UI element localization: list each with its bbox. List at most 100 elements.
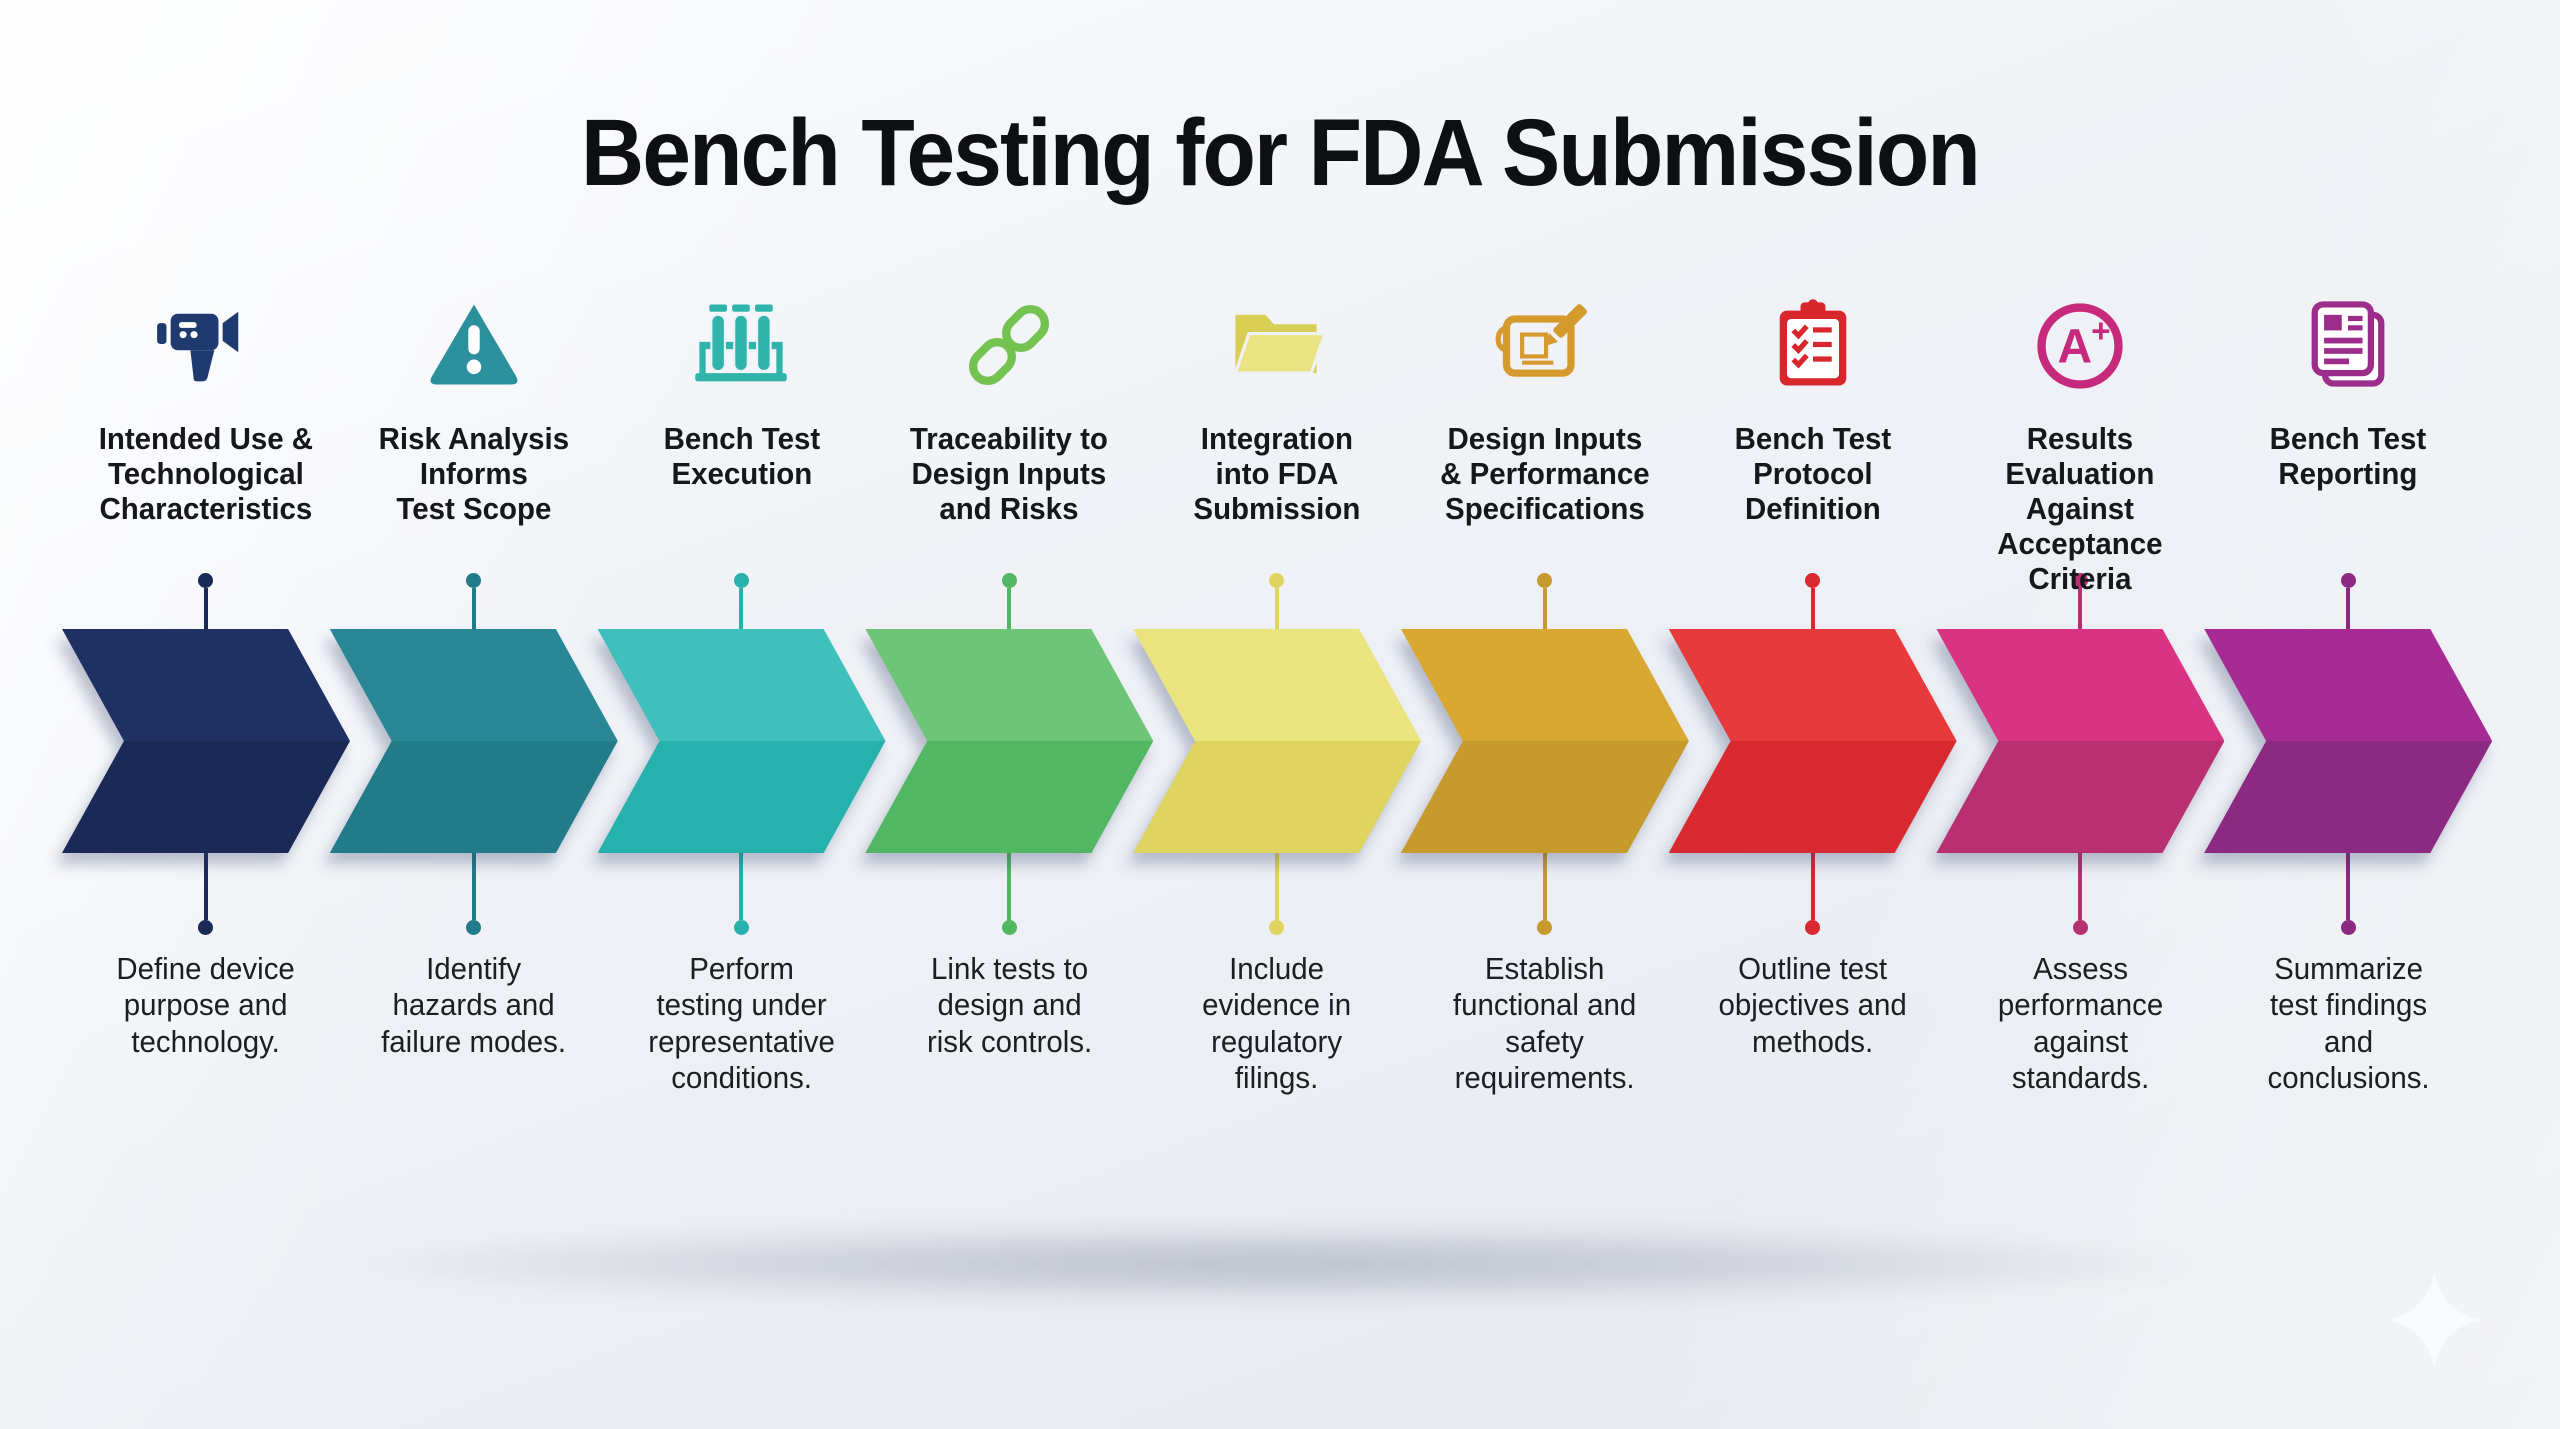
connector-line [1810,853,1815,920]
chevron-arrow [597,629,886,853]
clipboard-checklist-icon [1761,278,1865,393]
connector-bottom [466,853,482,935]
connector-line [471,853,476,920]
step-column: Bench Test Execution Perform testing und… [597,278,886,1096]
connector-line [1542,853,1547,920]
step-description: Establish functional and safety requirem… [1453,951,1637,1095]
report-document-icon [2296,278,2400,393]
connector-dot [1001,920,1017,935]
connector-line [2078,853,2083,920]
connector-dot [1269,573,1285,588]
svg-text:A: A [2058,321,2093,374]
connector-bottom [2340,853,2356,935]
process-flow: Intended Use & Technological Characteris… [62,278,2493,1096]
connector-top [1001,573,1017,629]
connector-dot [1537,920,1553,935]
step-description: Include evidence in regulatory filings. [1202,951,1352,1095]
chevron-arrow [1668,629,1957,853]
connector-line [1274,853,1279,920]
connector-top [1537,573,1553,629]
step-description: Assess performance against standards. [1997,951,2163,1095]
step-column: Traceability to Design Inputs and Risks … [865,278,1154,1096]
connector-dot [198,920,214,935]
step-column: Risk Analysis Informs Test Scope Identif… [329,278,618,1096]
grade-a-plus-icon: A + [2028,278,2132,393]
connector-bottom [1001,853,1017,935]
connector-dot [733,920,749,935]
sparkle-icon [2386,1272,2482,1368]
connector-line [2346,588,2351,629]
connector-bottom [1269,853,1285,935]
connector-dot [2072,920,2088,935]
chevron-arrow [2204,629,2493,853]
step-title: Bench Test Execution [663,421,820,492]
connector-bottom [1805,853,1821,935]
connector-line [1810,588,1815,629]
connector-dot [2072,573,2088,588]
step-column: Bench Test Protocol Definition Outline t… [1668,278,1957,1096]
floor-shadow [330,1222,2210,1306]
connector-line [1542,588,1547,629]
step-column: Design Inputs & Performance Specificatio… [1400,278,1689,1096]
connector-dot [1805,573,1821,588]
connector-dot [466,920,482,935]
connector-top [2340,573,2356,629]
test-tubes-icon [689,278,793,393]
connector-dot [466,573,482,588]
connector-dot [2340,573,2356,588]
page-title: Bench Testing for FDA Submission [581,99,1981,206]
connector-line [203,853,208,920]
step-description: Summarize test findings and conclusions. [2267,951,2430,1095]
step-description: Outline test objectives and methods. [1718,951,1907,1059]
connector-dot [198,573,214,588]
warning-triangle-icon [422,278,526,393]
chevron-arrow [865,629,1154,853]
connector-bottom [2072,853,2088,935]
connector-bottom [1537,853,1553,935]
folder-icon [1225,278,1329,393]
connector-dot [1537,573,1553,588]
connector-dot [1269,920,1285,935]
connector-line [2346,853,2351,920]
connector-top [1269,573,1285,629]
chevron-arrow [1133,629,1422,853]
chevron-arrow [329,629,618,853]
connector-dot [1805,920,1821,935]
step-title: Results Evaluation Against Acceptance Cr… [1997,421,2163,597]
connector-line [1007,853,1012,920]
step-title: Design Inputs & Performance Specificatio… [1440,421,1650,527]
camcorder-icon [154,278,258,393]
step-description: Define device purpose and technology. [116,951,296,1059]
connector-line [2078,588,2083,629]
connector-line [1274,588,1279,629]
step-column: A + Results Evaluation Against Acceptanc… [1936,278,2225,1096]
step-column: Integration into FDA Submission Include … [1133,278,1422,1096]
connector-bottom [733,853,749,935]
connector-top [1805,573,1821,629]
connector-top [2072,573,2088,629]
step-description: Perform testing under representative con… [648,951,835,1095]
connector-top [466,573,482,629]
svg-text:+: + [2091,313,2110,350]
connector-dot [1001,573,1017,588]
connector-line [203,588,208,629]
chain-link-icon [957,278,1061,393]
step-title: Bench Test Reporting [2269,421,2427,492]
connector-line [471,588,476,629]
step-description: Link tests to design and risk controls. [926,951,1092,1059]
connector-dot [2340,920,2356,935]
chevron-arrow [62,629,350,853]
connector-top [733,573,749,629]
step-title: Intended Use & Technological Characteris… [98,421,314,527]
step-title: Bench Test Protocol Definition [1734,421,1891,527]
connector-top [198,573,214,629]
connector-bottom [198,853,214,935]
connector-line [739,588,744,629]
connector-line [1007,588,1012,629]
step-column: Bench Test Reporting Summarize test find… [2204,278,2493,1096]
step-column: Intended Use & Technological Characteris… [62,278,350,1096]
step-title: Traceability to Design Inputs and Risks [910,421,1109,527]
blueprint-pencil-icon [1493,278,1597,393]
step-title: Integration into FDA Submission [1193,421,1361,527]
